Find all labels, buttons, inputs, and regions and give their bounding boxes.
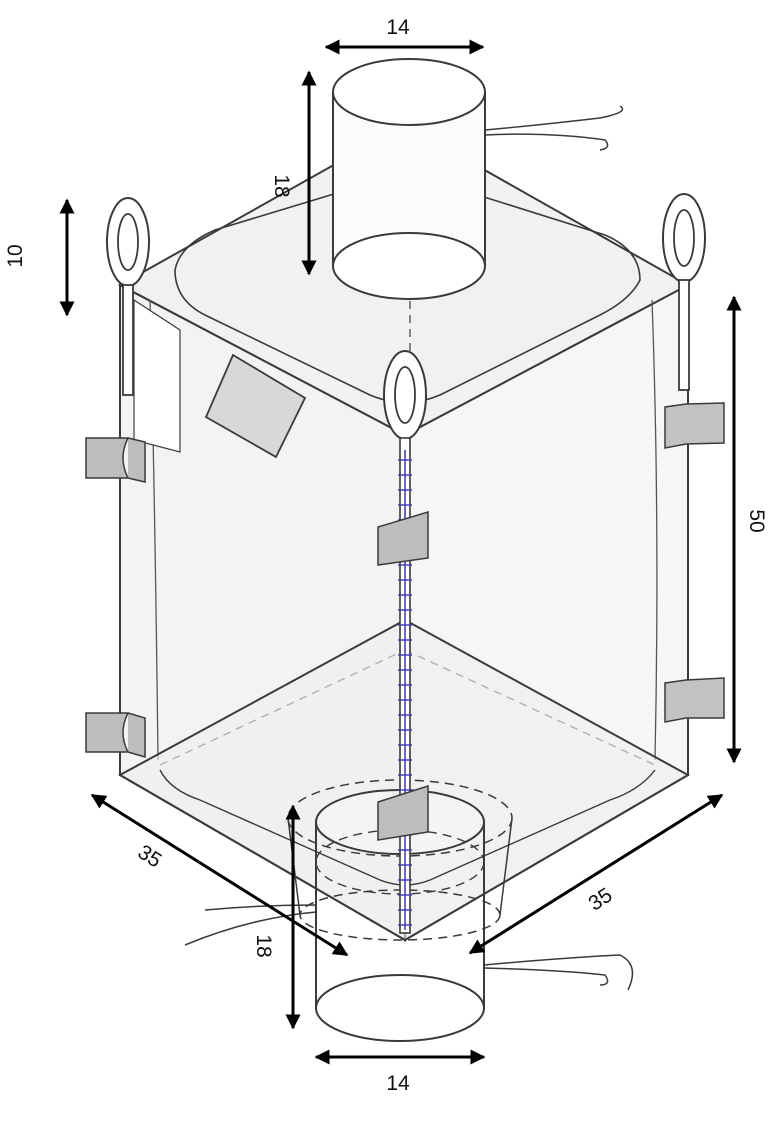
- tag-right-lower: [664, 677, 725, 723]
- bag-width-right-arrow: [468, 793, 724, 955]
- bag-height-label: 50: [745, 509, 768, 532]
- bottom-spout-height-label: 18: [252, 934, 275, 957]
- loop-height-label: 10: [4, 244, 27, 267]
- right-inner-seam: [651, 299, 658, 761]
- lifting-loop-left: [106, 197, 181, 453]
- top-spout: [332, 58, 624, 300]
- bottom-spout-diameter-label: 14: [386, 1072, 410, 1095]
- lifting-loop-right: [662, 193, 706, 391]
- tag-left-upper: [85, 437, 146, 483]
- tag-left-lower: [85, 712, 146, 759]
- bag-width-right-label: 35: [584, 884, 616, 916]
- tag-center-upper: [377, 510, 429, 566]
- top-spout-diameter-label: 14: [386, 16, 410, 39]
- tag-center-lower: [377, 784, 429, 841]
- bag-width-left-label: 35: [133, 841, 165, 873]
- top-spout-height-label: 18: [270, 174, 293, 197]
- tag-right-upper: [664, 402, 725, 449]
- document-pouch: [204, 353, 307, 459]
- bag-width-left-arrow: [90, 793, 349, 957]
